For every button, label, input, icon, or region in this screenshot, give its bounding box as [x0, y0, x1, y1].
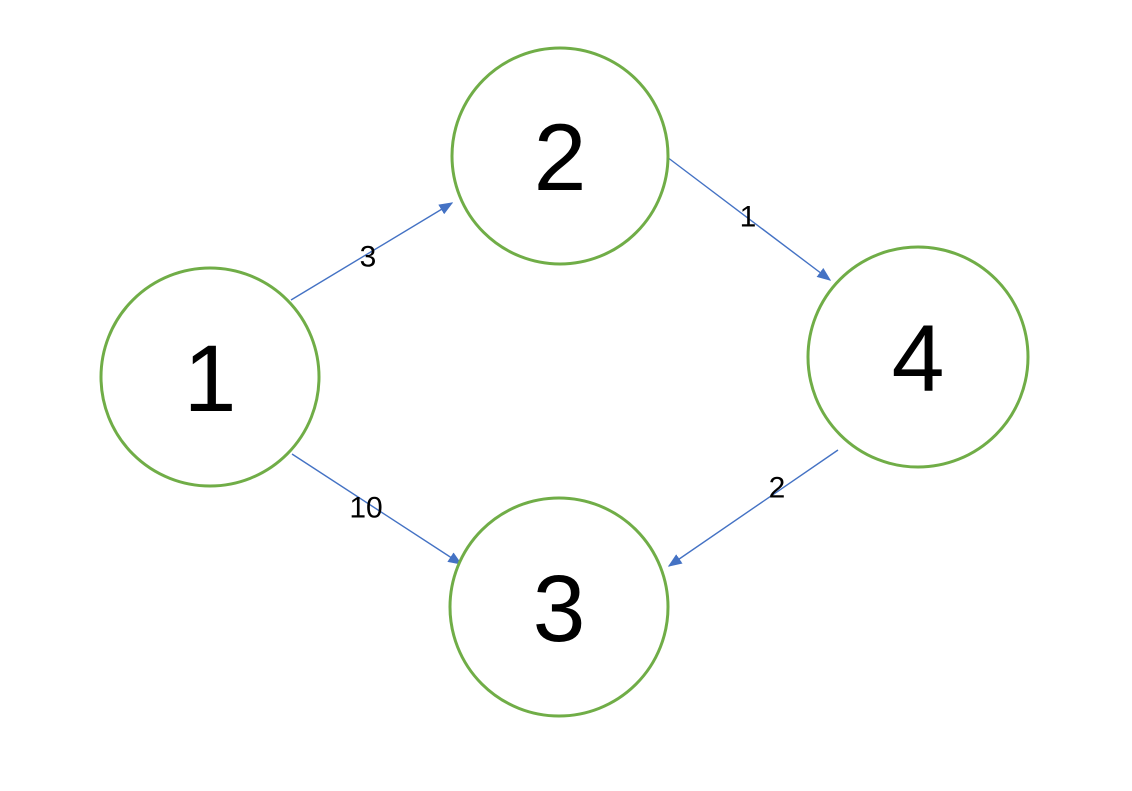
node-2[interactable]: 2 — [450, 46, 670, 266]
node-label-1: 1 — [184, 326, 237, 432]
node-circle-1[interactable] — [99, 266, 321, 488]
edge-weight-4-3: 2 — [769, 472, 786, 505]
edge-4-to-3[interactable] — [667, 449, 839, 567]
edge-2-to-4[interactable] — [666, 156, 832, 281]
node-3[interactable]: 3 — [448, 496, 670, 718]
edge-labels-group: 3 1 10 2 — [349, 201, 785, 525]
nodes-group: 1 2 3 4 — [99, 46, 1030, 718]
edge-weight-1-3: 10 — [349, 492, 382, 525]
edge-weight-2-4: 1 — [740, 201, 757, 234]
node-circle-3[interactable] — [448, 496, 670, 718]
node-circle-2[interactable] — [450, 46, 670, 266]
edges-group — [290, 156, 839, 567]
edge-1-to-3[interactable] — [291, 453, 463, 565]
edge-1-to-2[interactable] — [290, 202, 454, 301]
edge-weight-1-2: 3 — [360, 241, 377, 274]
node-label-2: 2 — [534, 105, 587, 211]
node-label-3: 3 — [533, 556, 586, 662]
node-4[interactable]: 4 — [806, 245, 1030, 469]
node-circle-4[interactable] — [806, 245, 1030, 469]
node-1[interactable]: 1 — [99, 266, 321, 488]
node-label-4: 4 — [892, 306, 945, 412]
